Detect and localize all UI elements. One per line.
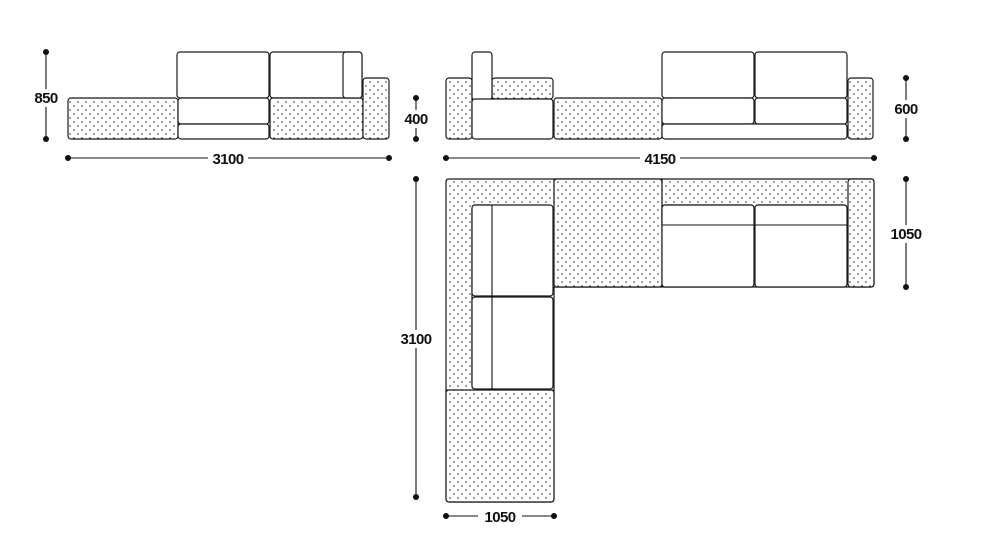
side-backrest-cushion-1 [176,51,270,99]
dim-dot [903,284,909,290]
front-backrest-cushion-1 [661,51,755,99]
dim-dot [65,155,71,161]
dim-dot [903,176,909,182]
side-elevation-view [67,51,390,140]
dim-dot [413,494,419,500]
dim-label-600: 600 [894,101,917,118]
side-seat-base [177,123,270,140]
front-chaise-base [553,97,663,140]
front-seat-cushion-1 [661,97,755,125]
front-left-armrest [445,77,473,140]
plan-view [445,178,875,503]
front-elevation-view [445,51,874,140]
plan-chaise-module [445,389,555,503]
front-right-armrest [847,77,874,140]
front-side-back-cushion [471,51,493,101]
dim-dot [413,136,419,142]
front-left-back-segment [491,77,554,100]
side-armrest [362,77,390,140]
front-seat-cushion-2 [754,97,848,125]
dim-dot [43,136,49,142]
plan-left-seat-2 [471,296,554,390]
dim-dot [443,513,449,519]
dim-label-3100-vertical: 3100 [401,331,432,348]
dim-dot [903,136,909,142]
side-seat-cushion [177,97,270,125]
dim-dot [443,155,449,161]
dimension-annotations: 850 3100 400 600 4150 1050 [30,49,926,526]
plan-corner-module [553,178,663,288]
side-chaise-base [67,97,179,140]
front-backrest-cushion-2 [754,51,848,99]
plan-right-seat-1 [661,204,755,288]
dim-label-3100-horizontal: 3100 [213,151,244,168]
front-seat-base [661,123,848,140]
dim-label-400: 400 [404,111,427,128]
dim-label-850: 850 [34,90,57,107]
front-corner-seat-cushion [471,98,554,140]
side-armrest-pad [342,51,363,99]
plan-right-seat-2 [754,204,848,288]
dim-label-1050-horizontal: 1050 [485,509,516,526]
dim-label-4150: 4150 [645,151,676,168]
dim-dot [903,75,909,81]
dim-dot [413,176,419,182]
side-seat-base-hatched [269,97,364,140]
dim-dot [551,513,557,519]
plan-left-seat-1 [471,204,554,297]
plan-right-armrest [847,178,875,288]
dim-dot [871,155,877,161]
dim-dot [386,155,392,161]
dim-label-1050-vertical: 1050 [891,226,922,243]
dim-dot [413,95,419,101]
dim-dot [43,49,49,55]
